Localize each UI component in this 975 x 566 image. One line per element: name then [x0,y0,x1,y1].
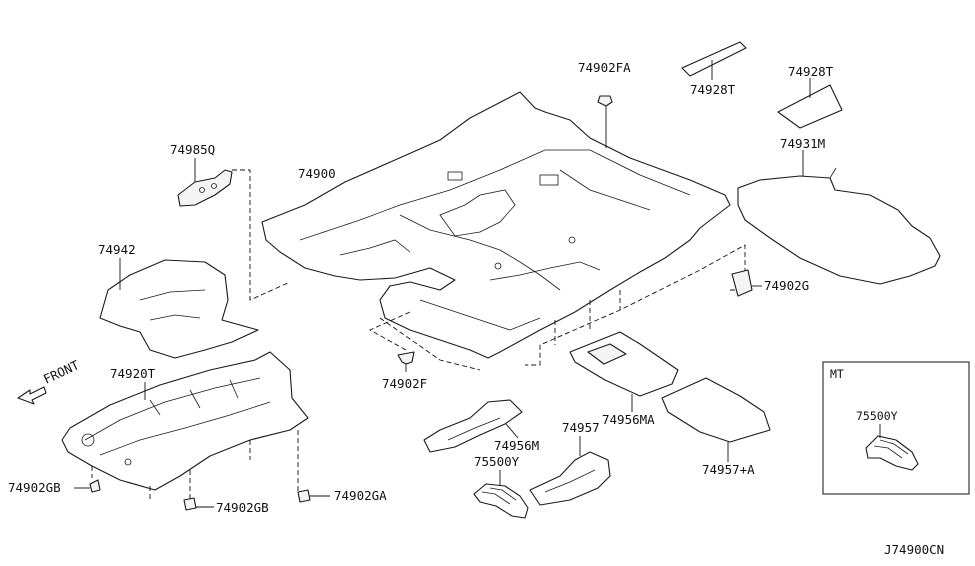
pad-74928t-upper[interactable] [681,41,747,80]
label-74928t-right: 74928T [788,64,834,79]
label-75500y-mt: 75500Y [856,409,898,423]
label-75500y-main: 75500Y [474,454,520,469]
label-74928t-upper: 74928T [690,82,736,97]
insulator-74920t[interactable] [61,351,309,500]
label-74957: 74957 [562,420,600,435]
clip-74902g[interactable] [731,269,762,297]
leader-74902f [368,311,411,351]
clip-74902fa[interactable] [597,95,613,148]
label-74902gb-left: 74902GB [8,480,61,495]
label-74902g: 74902G [764,278,809,293]
label-74956m: 74956M [494,438,539,453]
label-74942: 74942 [98,242,136,257]
front-label: FRONT [41,357,82,387]
mat-74956ma[interactable] [569,331,679,412]
label-74902ga: 74902GA [334,488,387,503]
rear-carpet-74931m[interactable] [737,150,941,285]
front-arrow-icon [17,386,47,405]
clip-74902gb-left[interactable] [74,479,101,493]
label-74902f: 74902F [382,376,427,391]
leader-74985q [232,169,291,301]
duct-75500y-mt[interactable] [865,424,919,471]
label-74956ma: 74956MA [602,412,655,427]
clip-74902gb-bottom[interactable] [183,497,214,511]
label-74902fa: 74902FA [578,60,631,75]
label-74957a: 74957+A [702,462,755,477]
clip-74902ga[interactable] [297,489,330,503]
label-74985q: 74985Q [170,142,215,157]
label-74931m: 74931M [780,136,825,151]
mt-inset-label: MT [830,367,844,381]
mt-inset: MT [822,361,970,495]
front-arrow: FRONT [17,357,82,405]
leader-carpet-right [554,290,621,345]
mat-74956m[interactable] [423,399,523,453]
leader-74902g [525,244,746,366]
diagram-code: J74900CN [884,542,944,557]
floor-carpet-74900[interactable] [261,91,731,371]
clip-74902f[interactable] [397,351,415,372]
label-74902gb-bottom: 74902GB [216,500,269,515]
label-74900: 74900 [298,166,336,181]
insulator-74942[interactable] [99,258,259,359]
mt-inset-frame [822,361,970,495]
duct-75500y-main[interactable] [473,470,529,519]
bracket-74985q[interactable] [177,158,233,207]
mat-74957[interactable] [529,436,611,506]
pad-74928t-right[interactable] [777,78,843,129]
label-74920t: 74920T [110,366,156,381]
mat-74957a[interactable] [661,377,771,462]
